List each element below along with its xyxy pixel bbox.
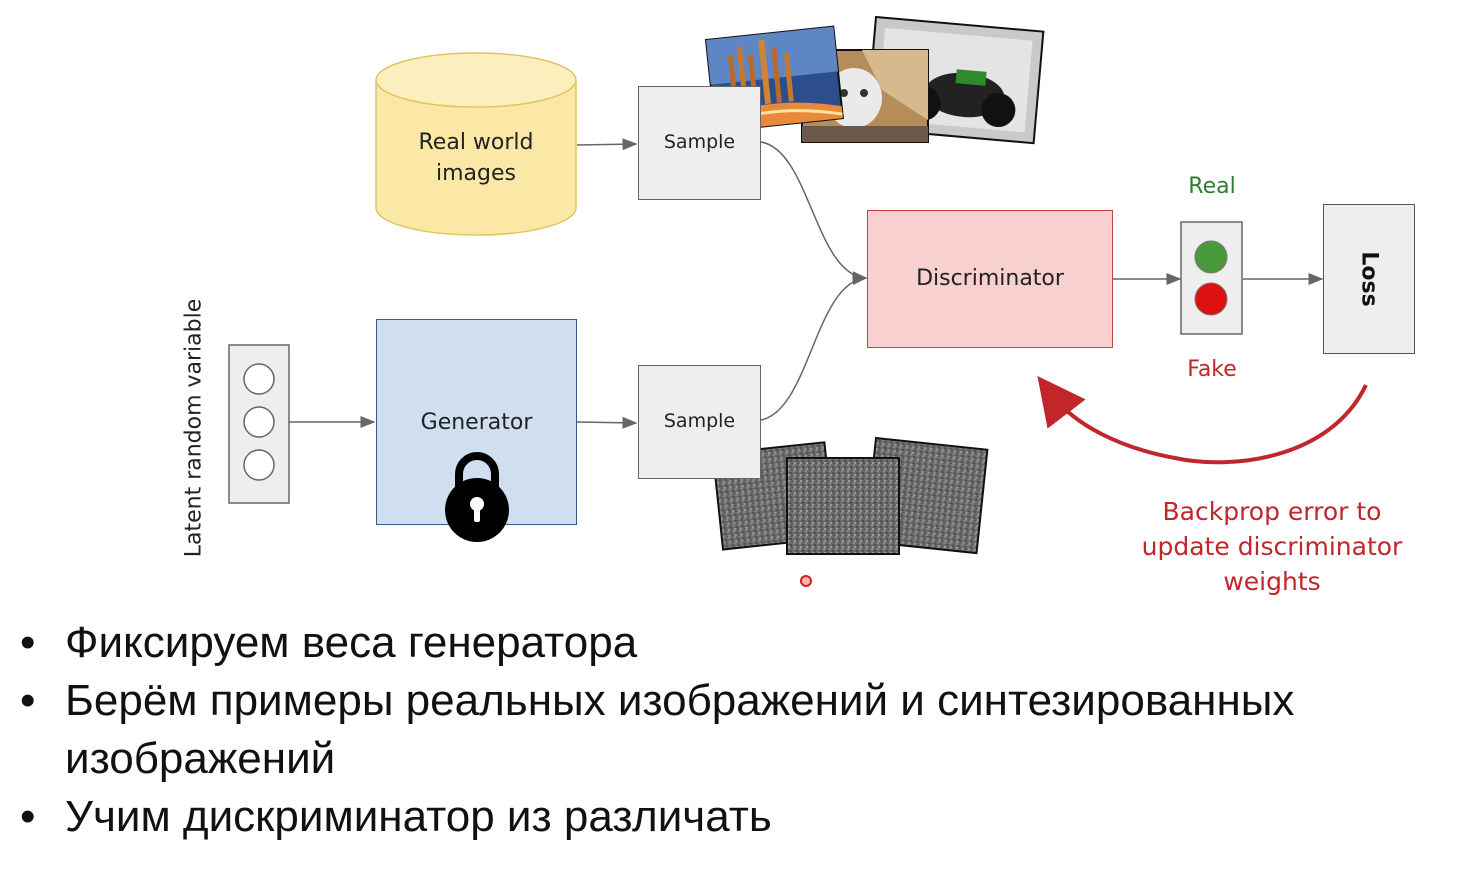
sample-top-label: Sample: [663, 131, 736, 153]
latent-node: [243, 406, 275, 438]
loss-label: Loss: [1356, 251, 1382, 307]
real-world-database: [375, 52, 577, 236]
pointer-dot: [800, 575, 812, 587]
loss-box: Loss: [1323, 204, 1415, 354]
latent-vector: [228, 344, 290, 504]
discriminator-label: Discriminator: [916, 266, 1064, 291]
sample-bottom-label: Sample: [663, 410, 736, 432]
real-fake-indicator: [1180, 221, 1243, 335]
latent-variable-label: Latent random variable: [181, 298, 207, 558]
real-image-samples: [704, 15, 1045, 145]
real-world-images-label: Real world images: [418, 130, 534, 186]
bullet-text: изображений: [65, 734, 336, 783]
backprop-line: Backprop error to: [1162, 497, 1382, 526]
backprop-text: Backprop error to update discriminator w…: [1112, 494, 1432, 599]
padlock-icon: [445, 452, 509, 542]
latent-node: [243, 449, 275, 481]
backprop-line: update discriminator: [1141, 532, 1403, 561]
connector-sample-bottom-to-discriminator: [760, 273, 868, 421]
bullet-dot: •: [20, 618, 36, 667]
fake-label: Fake: [1187, 357, 1237, 382]
bullet-text: Фиксируем веса генератора: [65, 618, 638, 667]
discriminator-box: Discriminator: [867, 210, 1113, 348]
real-label: Real: [1188, 174, 1236, 199]
generator-label: Generator: [420, 410, 533, 435]
bullet-dot: •: [20, 676, 36, 725]
red-light-icon: [1194, 282, 1228, 316]
latent-node: [243, 363, 275, 395]
connector-db-to-sample: [576, 138, 638, 151]
connector-generator-to-sample: [576, 416, 638, 429]
bullet-dot: •: [20, 792, 36, 841]
backprop-line: weights: [1223, 567, 1321, 596]
backprop-arrow: [1037, 375, 1368, 465]
bullet-text: Учим дискриминатор из различать: [65, 792, 772, 841]
sample-box-top: Sample: [638, 86, 761, 200]
bullet-text: Берём примеры реальных изображений и син…: [65, 676, 1295, 725]
generated-image-samples: [711, 436, 989, 555]
connector-sample-top-to-discriminator: [760, 141, 868, 284]
sample-box-bottom: Sample: [638, 365, 761, 479]
green-light-icon: [1194, 240, 1228, 274]
